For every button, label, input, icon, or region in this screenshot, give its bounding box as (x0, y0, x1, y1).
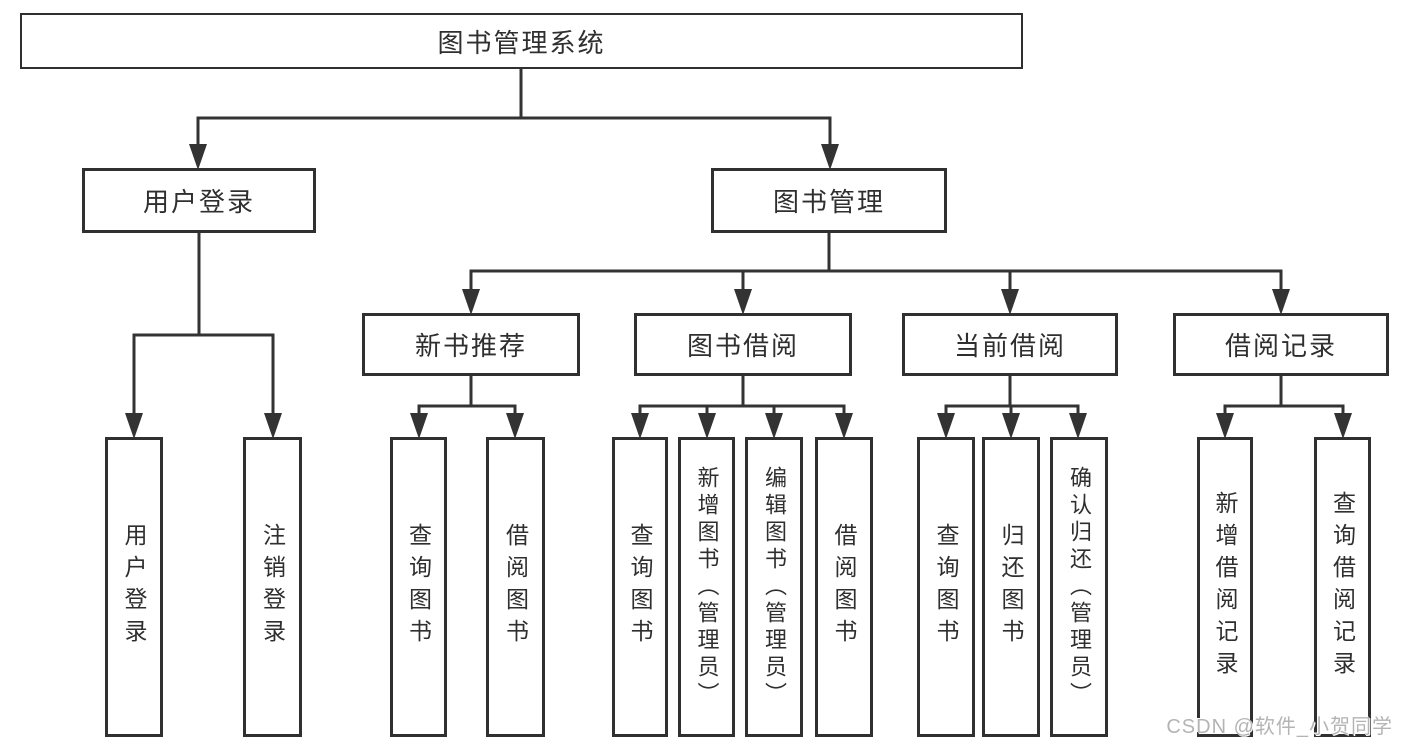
leaf-user-login-label: 用户登录 (121, 523, 147, 651)
leaf-confirm-return-admin: 确认归还（管理员） (1050, 437, 1108, 737)
leaf-borrow-books-label: 借阅图书 (831, 523, 857, 651)
leaf-logout-label: 注销登录 (259, 523, 286, 651)
leaf-return-book-label: 归还图书 (998, 523, 1024, 651)
leaf-borrow-books: 借阅图书 (815, 437, 873, 737)
leaf-borrow-books-recommend-label: 借阅图书 (502, 523, 529, 651)
node-book-borrow: 图书借阅 (634, 313, 852, 376)
leaf-edit-book-admin: 编辑图书（管理员） (745, 437, 803, 737)
leaf-return-book: 归还图书 (982, 437, 1040, 737)
node-root: 图书管理系统 (20, 13, 1023, 69)
node-book-management-branch: 图书管理 (711, 168, 947, 233)
node-new-book-recommend-label: 新书推荐 (414, 331, 527, 361)
leaf-add-borrow-record-label: 新增借阅记录 (1212, 491, 1238, 683)
node-borrow-records: 借阅记录 (1173, 313, 1389, 376)
leaf-query-borrow-record-label: 查询借阅记录 (1329, 491, 1356, 683)
leaf-query-books-borrow: 查询图书 (612, 437, 668, 737)
leaf-borrow-books-recommend: 借阅图书 (486, 437, 545, 737)
leaf-query-books-current: 查询图书 (917, 437, 975, 737)
leaf-add-book-admin: 新增图书（管理员） (678, 437, 735, 737)
node-new-book-recommend: 新书推荐 (362, 313, 580, 376)
leaf-query-borrow-record: 查询借阅记录 (1314, 437, 1371, 737)
arrowheads (125, 144, 1352, 439)
leaf-logout: 注销登录 (243, 437, 302, 737)
leaf-confirm-return-admin-label: 确认归还（管理员） (1067, 465, 1092, 709)
node-user-login-label: 用户登录 (142, 187, 255, 217)
leaf-add-book-admin-label: 新增图书（管理员） (694, 465, 720, 709)
node-root-label: 图书管理系统 (437, 27, 606, 58)
csdn-watermark: CSDN @软件_小贺同学 (1166, 716, 1393, 738)
leaf-query-books-recommend: 查询图书 (390, 437, 447, 737)
leaf-add-borrow-record: 新增借阅记录 (1197, 437, 1253, 737)
leaf-edit-book-admin-label: 编辑图书（管理员） (762, 465, 787, 709)
node-current-borrow: 当前借阅 (902, 313, 1118, 376)
node-current-borrow-label: 当前借阅 (953, 331, 1066, 361)
leaf-query-books-recommend-label: 查询图书 (405, 523, 432, 651)
node-borrow-records-label: 借阅记录 (1224, 331, 1337, 361)
node-book-borrow-label: 图书借阅 (686, 331, 799, 361)
node-book-management-label: 图书管理 (772, 187, 885, 217)
node-user-login-branch: 用户登录 (82, 168, 316, 233)
leaf-query-books-current-label: 查询图书 (933, 523, 959, 651)
leaf-query-books-borrow-label: 查询图书 (627, 523, 653, 651)
leaf-user-login: 用户登录 (105, 437, 163, 737)
